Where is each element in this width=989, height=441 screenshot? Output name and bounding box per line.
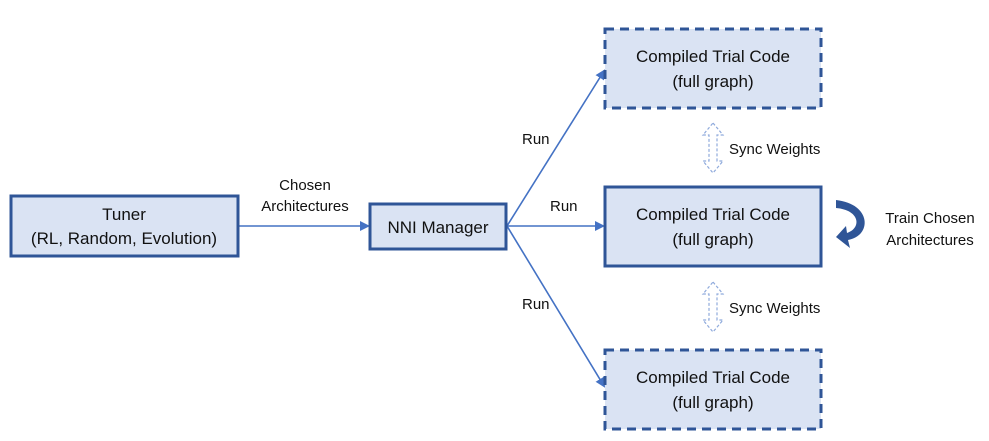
trial-mid-title: Compiled Trial Code [636,205,790,224]
train-label: Train Chosen [885,210,975,227]
edge-run-bottom [506,225,606,388]
run-top-label: Run [522,131,550,148]
trial-top-subtitle: (full graph) [672,72,753,91]
train-architectures-label: Architectures [886,232,974,249]
chosen-label: Chosen [279,177,331,194]
trial-mid-subtitle: (full graph) [672,230,753,249]
architectures-label: Architectures [261,198,349,215]
tuner-node: Tuner (RL, Random, Evolution) [9,194,240,258]
tuner-subtitle: (RL, Random, Evolution) [31,229,217,248]
trial-top-title: Compiled Trial Code [636,47,790,66]
trial-bottom-title: Compiled Trial Code [636,368,790,387]
train-loop-arrow-icon [836,200,865,248]
run-mid-label: Run [550,198,578,215]
nni-manager-label: NNI Manager [387,218,488,237]
trial-bottom-node: Compiled Trial Code (full graph) [603,348,823,431]
sync-arrow-top-icon [701,122,725,174]
trial-mid-node: Compiled Trial Code (full graph) [603,185,823,268]
nni-manager-node: NNI Manager [368,202,508,251]
trial-top-node: Compiled Trial Code (full graph) [603,27,823,110]
sync-bottom-label: Sync Weights [729,300,820,317]
tuner-title: Tuner [102,205,146,224]
trial-bottom-subtitle: (full graph) [672,393,753,412]
sync-arrow-bottom-icon [701,281,725,333]
edge-run-top [506,69,606,227]
sync-top-label: Sync Weights [729,141,820,158]
run-bottom-label: Run [522,296,550,313]
